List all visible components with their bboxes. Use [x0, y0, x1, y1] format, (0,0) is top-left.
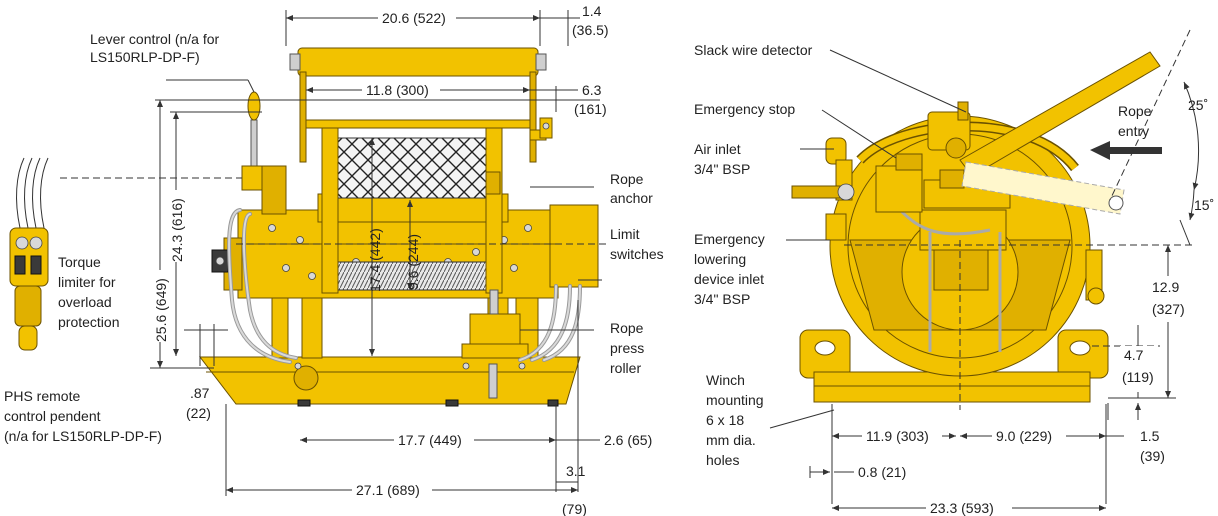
winch-mount-label-1: Winch — [706, 372, 745, 388]
dim-r79-2: (79) — [562, 501, 587, 516]
dim-small-2: (22) — [186, 405, 211, 421]
winch-drum — [321, 127, 503, 294]
torque-label-1: Torque — [58, 254, 101, 270]
winch-front-view — [9, 47, 599, 407]
lowering-label-3: device inlet — [694, 271, 764, 287]
left-leg — [271, 289, 289, 359]
winch-mount-label-4: mm dia. — [706, 432, 756, 448]
rope-entry-label-2: entry — [1118, 123, 1149, 139]
right-dimensions: 25˚ 15˚ 12.9 (327) 4.7 (119) 11.9 (303) … — [858, 97, 1214, 516]
left-labels: Lever control (n/a for LS150RLP-DP-F) To… — [4, 31, 664, 444]
dim-top-right-2: (36.5) — [572, 22, 609, 38]
rope-press-roller — [461, 289, 529, 359]
left-dimensions: 20.6 (522) 1.4 (36.5) 11.8 (300) 6.3 (16… — [152, 3, 652, 516]
limit-label-2: switches — [610, 246, 664, 262]
limit-label-1: Limit — [610, 226, 640, 242]
dim-base-449: 17.7 (449) — [398, 432, 462, 448]
dim-h39-2: (39) — [1140, 448, 1165, 464]
left-leg-inner — [301, 289, 323, 359]
dim-total-689: 27.1 (689) — [356, 482, 420, 498]
winch-side-view — [791, 51, 1162, 403]
dim-small-1: .87 — [190, 385, 210, 401]
dim-h119-1: 4.7 — [1124, 347, 1144, 363]
press-label-2: press — [610, 340, 644, 356]
dim-w593: 23.3 (593) — [930, 500, 994, 516]
winch-top-guard — [289, 47, 553, 163]
rope-entry-arrow — [1090, 141, 1162, 160]
pendent-label-1: PHS remote — [4, 388, 80, 404]
dim-top-right-1: 1.4 — [582, 3, 602, 19]
dim-h39-1: 1.5 — [1140, 428, 1160, 444]
dim-angle-25: 25˚ — [1188, 97, 1208, 113]
winch-mount-label-3: 6 x 18 — [706, 412, 744, 428]
winch-mount-label-2: mounting — [706, 392, 764, 408]
pendent-label-3: (n/a for LS150RLP-DP-F) — [4, 428, 162, 444]
winch-base-frame — [198, 356, 581, 407]
remote-pendent-illustration — [9, 157, 49, 351]
rope-anchor-label-2: anchor — [610, 190, 653, 206]
lowering-label-2: lowering — [694, 251, 746, 267]
lever-arm-lowered — [961, 161, 1125, 215]
dim-height-616: 24.3 (616) — [169, 198, 185, 262]
dim-right-65: 2.6 (65) — [604, 432, 652, 448]
left-dimension-lines — [60, 10, 608, 496]
press-label-3: roller — [610, 360, 641, 376]
emergency-stop-box — [875, 165, 923, 213]
dim-drum-442: 17.4 (442) — [367, 228, 383, 292]
dim-w229: 9.0 (229) — [996, 428, 1052, 444]
air-inlet-label-2: 3/4" BSP — [694, 161, 750, 177]
emergency-stop-label: Emergency stop — [694, 101, 795, 117]
lowering-label-4: 3/4" BSP — [694, 291, 750, 307]
dim-h327-1: 12.9 — [1152, 279, 1179, 295]
torque-label-2: limiter for — [58, 274, 116, 290]
winch-mount-label-5: holes — [706, 452, 739, 468]
air-inlet-label-1: Air inlet — [694, 141, 741, 157]
rope-anchor-label-1: Rope — [610, 171, 644, 187]
dim-w303: 11.9 (303) — [866, 428, 929, 444]
dim-r79-1: 3.1 — [566, 463, 586, 479]
rope-entry-label-1: Rope — [1118, 103, 1152, 119]
dim-top-width: 20.6 (522) — [382, 10, 446, 26]
torque-label-3: overload — [58, 294, 112, 310]
dim-drum-244: 9.6 (244) — [405, 234, 421, 290]
dim-w21: 0.8 (21) — [858, 464, 906, 480]
right-labels: Slack wire detector Emergency stop Air i… — [694, 42, 1152, 468]
lowering-label-1: Emergency — [694, 231, 765, 247]
lever-control-label: Lever control (n/a for — [90, 31, 220, 47]
dim-height-649: 25.6 (649) — [153, 278, 169, 342]
dim-angle-15: 15˚ — [1194, 197, 1214, 213]
side-base-beam — [813, 371, 1091, 403]
dim-mid-width: 11.8 (300) — [366, 82, 429, 98]
lever-control-label-2: LS150RLP-DP-F) — [90, 49, 200, 65]
dim-mid-right-1: 6.3 — [582, 82, 602, 98]
dim-h327-2: (327) — [1152, 301, 1185, 317]
pendent-label-2: control pendent — [4, 408, 101, 424]
dim-mid-right-2: (161) — [574, 101, 607, 117]
dim-h119-2: (119) — [1122, 369, 1154, 385]
lever-control — [241, 91, 287, 215]
torque-label-4: protection — [58, 314, 119, 330]
press-label-1: Rope — [610, 320, 644, 336]
slack-wire-label: Slack wire detector — [694, 42, 813, 58]
